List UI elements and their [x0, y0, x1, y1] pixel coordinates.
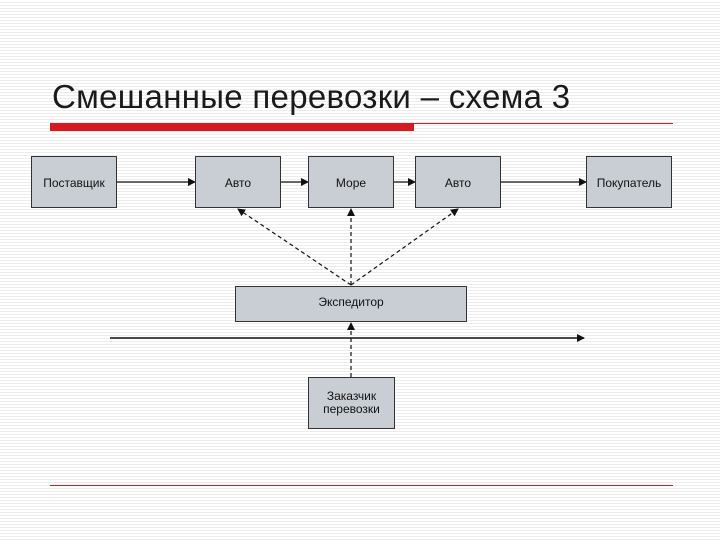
- title-accent-bar: [50, 123, 414, 131]
- dashed-arrow-forwarder-to-auto: [237, 208, 352, 286]
- node-transport-customer: Заказчик перевозки: [308, 377, 395, 429]
- node-forwarder: Экспедитор: [235, 286, 467, 322]
- dashed-arrow-forwarder-to-auto-2: [350, 208, 459, 286]
- title-divider-line: [414, 123, 673, 124]
- node-auto-1: Авто: [195, 156, 281, 208]
- node-sea: Море: [308, 156, 394, 208]
- node-buyer: Покупатель: [586, 156, 672, 208]
- slide-title: Смешанные перевозки – схема 3: [52, 78, 571, 115]
- node-auto-2: Авто: [415, 156, 501, 208]
- node-supplier: Поставщик: [31, 156, 117, 208]
- footer-divider-line: [50, 485, 673, 486]
